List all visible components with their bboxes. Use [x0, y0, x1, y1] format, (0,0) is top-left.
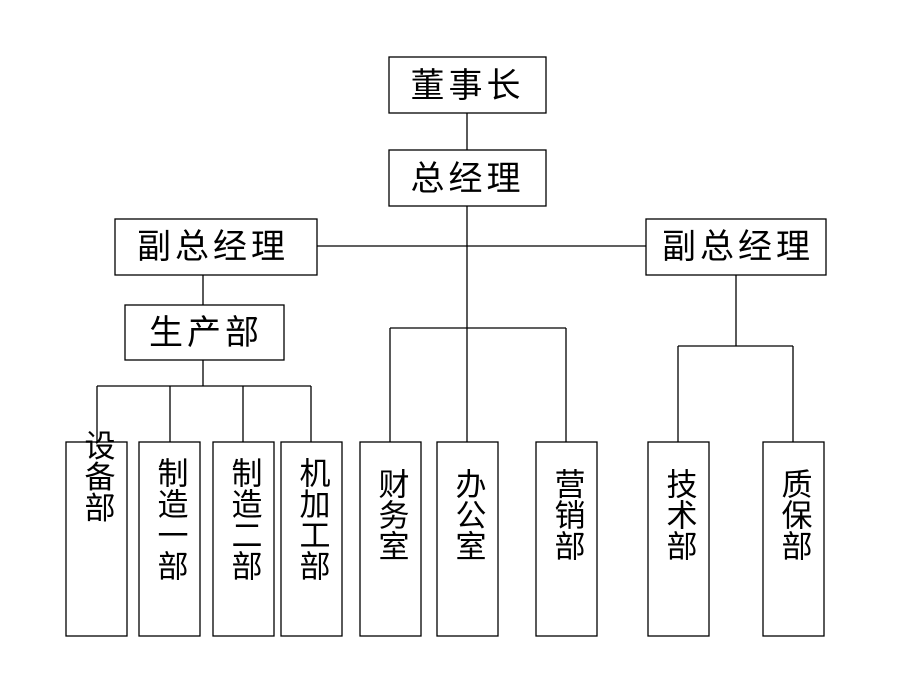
manufacturing-1-label: 制造一部	[152, 457, 188, 581]
node-technology: 技术部	[647, 441, 710, 637]
node-office: 办公室	[436, 441, 499, 637]
finance-label: 财务室	[373, 468, 409, 561]
node-machining: 机加工部	[280, 441, 343, 637]
node-manufacturing-2: 制造二部	[212, 441, 275, 637]
marketing-label: 营销部	[549, 468, 585, 561]
production-dept-label: 生产部	[149, 313, 263, 353]
equipment-label: 设备部	[79, 430, 116, 523]
node-quality: 质保部	[762, 441, 825, 637]
quality-label: 质保部	[776, 468, 813, 561]
office-label: 办公室	[450, 468, 486, 561]
node-general-manager: 总经理	[388, 149, 547, 207]
deputy-gm-left-label: 副总经理	[137, 227, 289, 267]
node-equipment: 设备部	[65, 430, 128, 637]
node-finance: 财务室	[359, 441, 422, 637]
node-manufacturing-1: 制造一部	[138, 441, 201, 637]
manufacturing-2-label: 制造二部	[226, 457, 262, 581]
node-deputy-gm-left: 副总经理	[114, 218, 318, 276]
chairman-label: 董事长	[411, 66, 525, 106]
node-chairman: 董事长	[388, 56, 547, 114]
connector-lines	[96, 113, 794, 442]
technology-label: 技术部	[661, 468, 697, 561]
deputy-gm-right-label: 副总经理	[662, 227, 814, 267]
machining-label: 机加工部	[294, 457, 331, 581]
general-manager-label: 总经理	[411, 159, 525, 199]
node-deputy-gm-right: 副总经理	[645, 218, 827, 276]
node-marketing: 营销部	[535, 441, 598, 637]
node-production-dept: 生产部	[124, 304, 285, 361]
